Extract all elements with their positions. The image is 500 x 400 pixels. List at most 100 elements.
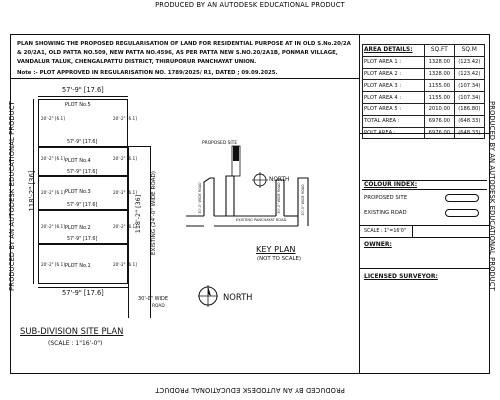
drawing-frame xyxy=(10,34,490,374)
site-plan-scale: (SCALE : 1"16'-0") xyxy=(48,340,103,347)
key-plan-drawing xyxy=(186,145,309,227)
plot-4-dimension: 57'-9" [17.6] xyxy=(67,170,98,175)
site-north-label: NORTH xyxy=(223,292,253,302)
legend-proposed-swatch xyxy=(445,194,479,202)
road-edge-right xyxy=(150,146,151,284)
title-line-3: VANDALUR TALUK, CHENGALPATTU DISTRICT, T… xyxy=(17,58,257,65)
area-row-separator: : xyxy=(399,59,402,66)
area-col-sqm: SQ.M xyxy=(453,44,486,57)
plot-5: PLOT No.5 57'-9" [17.6] xyxy=(38,99,128,147)
area-row-sqm: (123.42) xyxy=(453,67,486,81)
key-plan-road-1-label: 30'-0" WIDE ROAD xyxy=(198,182,202,214)
site-right-dimension: 118'-2" [36] xyxy=(134,194,142,234)
key-plan-road-2-label: 30'-0" WIDE ROAD xyxy=(277,182,281,214)
area-row-name: PLOT AREA 2 xyxy=(364,70,398,77)
colour-index-divider xyxy=(360,225,490,226)
plot-2-side-dimension: 20'-2" [6.1] xyxy=(41,224,65,229)
plot-2-dimension: 57'-9" [17.6] xyxy=(67,237,98,242)
scale-box-text: SCALE : 1"=16'0" xyxy=(364,229,407,234)
plot-5-side-dimension-right: 20'-2" [6.1] xyxy=(113,116,137,121)
key-plan-subtitle: (NOT TO SCALE) xyxy=(257,256,302,262)
table-row: PLOT AREA 2 : 1328.00 (123.42) xyxy=(361,67,486,81)
existing-road-label: EXISTING (24'-0" WIDE ROAD) xyxy=(151,171,157,256)
plot-4-side-dimension-right: 20'-2" [6.1] xyxy=(113,156,137,161)
proposed-site-label: PROPOSED SITE xyxy=(202,141,238,146)
plot-3: PLOT No.3 57'-9" [17.6] xyxy=(38,176,128,210)
site-left-dimension: 118'-2" [36] xyxy=(28,170,36,212)
note-divider xyxy=(10,78,360,79)
plot-1-side-dimension-right: 20'-2" [6.1] xyxy=(113,262,137,267)
table-row: PLOT AREA 4 : 1155.00 (107.34) xyxy=(361,91,486,104)
area-row-sqft: 1155.00 xyxy=(424,79,455,93)
legend-proposed-label: PROPOSED SITE xyxy=(364,195,408,201)
plot-1: PLOT No.1 xyxy=(38,244,128,284)
area-row-separator: : xyxy=(394,130,396,136)
area-row-name: PLOT AREA 4 xyxy=(364,94,398,101)
area-row-sqft: 2010.00 xyxy=(424,102,455,116)
table-row: PLOT AREA 1 : 1328.00 (123.42) xyxy=(361,55,486,69)
plot-4-side-dimension: 20'-2" [6.1] xyxy=(41,156,65,161)
scale-box-separator xyxy=(412,226,413,237)
plot-5-label: PLOT No.5 xyxy=(65,102,91,108)
area-row-sqm: (648.33) xyxy=(453,114,486,128)
area-row-name: PLOT AREA 3 xyxy=(364,82,398,89)
area-header-row: AREA DETAILS: SQ.FT SQ.M xyxy=(361,44,486,57)
right-panel-divider xyxy=(359,34,361,374)
title-line-2: & 20/2A1, OLD PATTA NO.509, NEW PATTA NO… xyxy=(17,49,338,56)
area-row-separator: : xyxy=(399,94,402,101)
plot-2-side-dimension-right: 20'-2" [6.1] xyxy=(113,224,137,229)
area-divider xyxy=(360,133,490,134)
plot-3-side-dimension: 20'-2" [6.1] xyxy=(41,190,65,195)
wide-road-edge-left xyxy=(128,284,129,318)
wide-road-label-line-2: ROAD xyxy=(152,304,165,309)
scale-divider xyxy=(360,237,490,238)
wide-road-label-line-1: 30'-0" WIDE xyxy=(138,296,169,302)
key-plan-road-3-label: 30'-0" WIDE ROAD xyxy=(301,184,305,216)
road-edge-left xyxy=(128,146,129,284)
plot-3-dimension: 57'-9" [17.6] xyxy=(67,203,98,208)
area-row-sqm: (186.80) xyxy=(453,102,486,116)
site-left-dimension-line xyxy=(33,99,34,284)
plot-2-label: PLOT No.2 xyxy=(65,225,91,231)
site-top-dimension: 57'-9" [17.6] xyxy=(62,86,104,94)
site-north-arrow-icon xyxy=(198,285,218,307)
area-row-name: PLOT AREA 1 xyxy=(364,59,398,66)
site-bottom-dimension: 57'-9" [17.6] xyxy=(62,289,104,297)
plot-4-label: PLOT No.4 xyxy=(65,158,91,164)
approval-note: Note :- PLOT APPROVED IN REGULARISATION … xyxy=(17,70,278,76)
drawing-title: PLAN SHOWING THE PROPOSED REGULARISATION… xyxy=(17,40,359,66)
colour-index-heading-rule xyxy=(362,189,487,190)
site-bottom-dimension-line xyxy=(38,287,128,288)
key-plan-title: KEY PLAN xyxy=(256,244,296,254)
colour-index-top-rule xyxy=(362,180,487,181)
plot-2: PLOT No.2 57'-9" [17.6] xyxy=(38,210,128,244)
area-col-sqft: SQ.FT xyxy=(424,44,455,57)
area-row-sqm: (107.34) xyxy=(453,91,486,104)
plot-3-label: PLOT No.3 xyxy=(65,189,91,195)
colour-index-heading: COLOUR INDEX: xyxy=(364,181,418,188)
key-plan-north-label: NORTH xyxy=(269,177,290,183)
area-row-sqft: 1328.00 xyxy=(424,67,455,81)
plot-1-side-dimension: 20'-2" [6.1] xyxy=(41,262,65,267)
area-row-sqft: 6976.00 xyxy=(424,114,455,128)
owner-heading: OWNER: xyxy=(364,241,392,248)
key-plan-road-label: EXISTING PANCHAYAT ROAD xyxy=(236,218,287,222)
watermark-bottom: PRODUCED BY AN AUTODESK EDUCATIONAL PROD… xyxy=(155,386,345,394)
area-details-table: AREA DETAILS: SQ.FT SQ.M PLOT AREA 1 : 1… xyxy=(361,44,486,140)
owner-divider xyxy=(360,268,490,269)
area-details-heading: AREA DETAILS: xyxy=(361,44,426,57)
watermark-top: PRODUCED BY AN AUTODESK EDUCATIONAL PROD… xyxy=(155,1,345,9)
plot-1-label: PLOT No.1 xyxy=(65,263,91,269)
plot-5-side-dimension: 20'-2" [6.1] xyxy=(41,116,65,121)
area-row-sqm: (648.33) xyxy=(453,126,486,140)
road-end xyxy=(128,146,150,147)
area-row-sqft: 1155.00 xyxy=(424,91,455,104)
title-line-1: PLAN SHOWING THE PROPOSED REGULARISATION… xyxy=(17,41,351,47)
table-row: PLOT AREA 3 : 1155.00 (107.34) xyxy=(361,79,486,93)
site-top-dimension-line xyxy=(38,96,128,97)
plot-5-dimension: 57'-9" [17.6] xyxy=(67,140,98,145)
area-row-separator: : xyxy=(397,118,400,125)
area-row-separator: : xyxy=(399,82,402,89)
plot-4: PLOT No.4 57'-9" [17.6] xyxy=(38,147,128,176)
